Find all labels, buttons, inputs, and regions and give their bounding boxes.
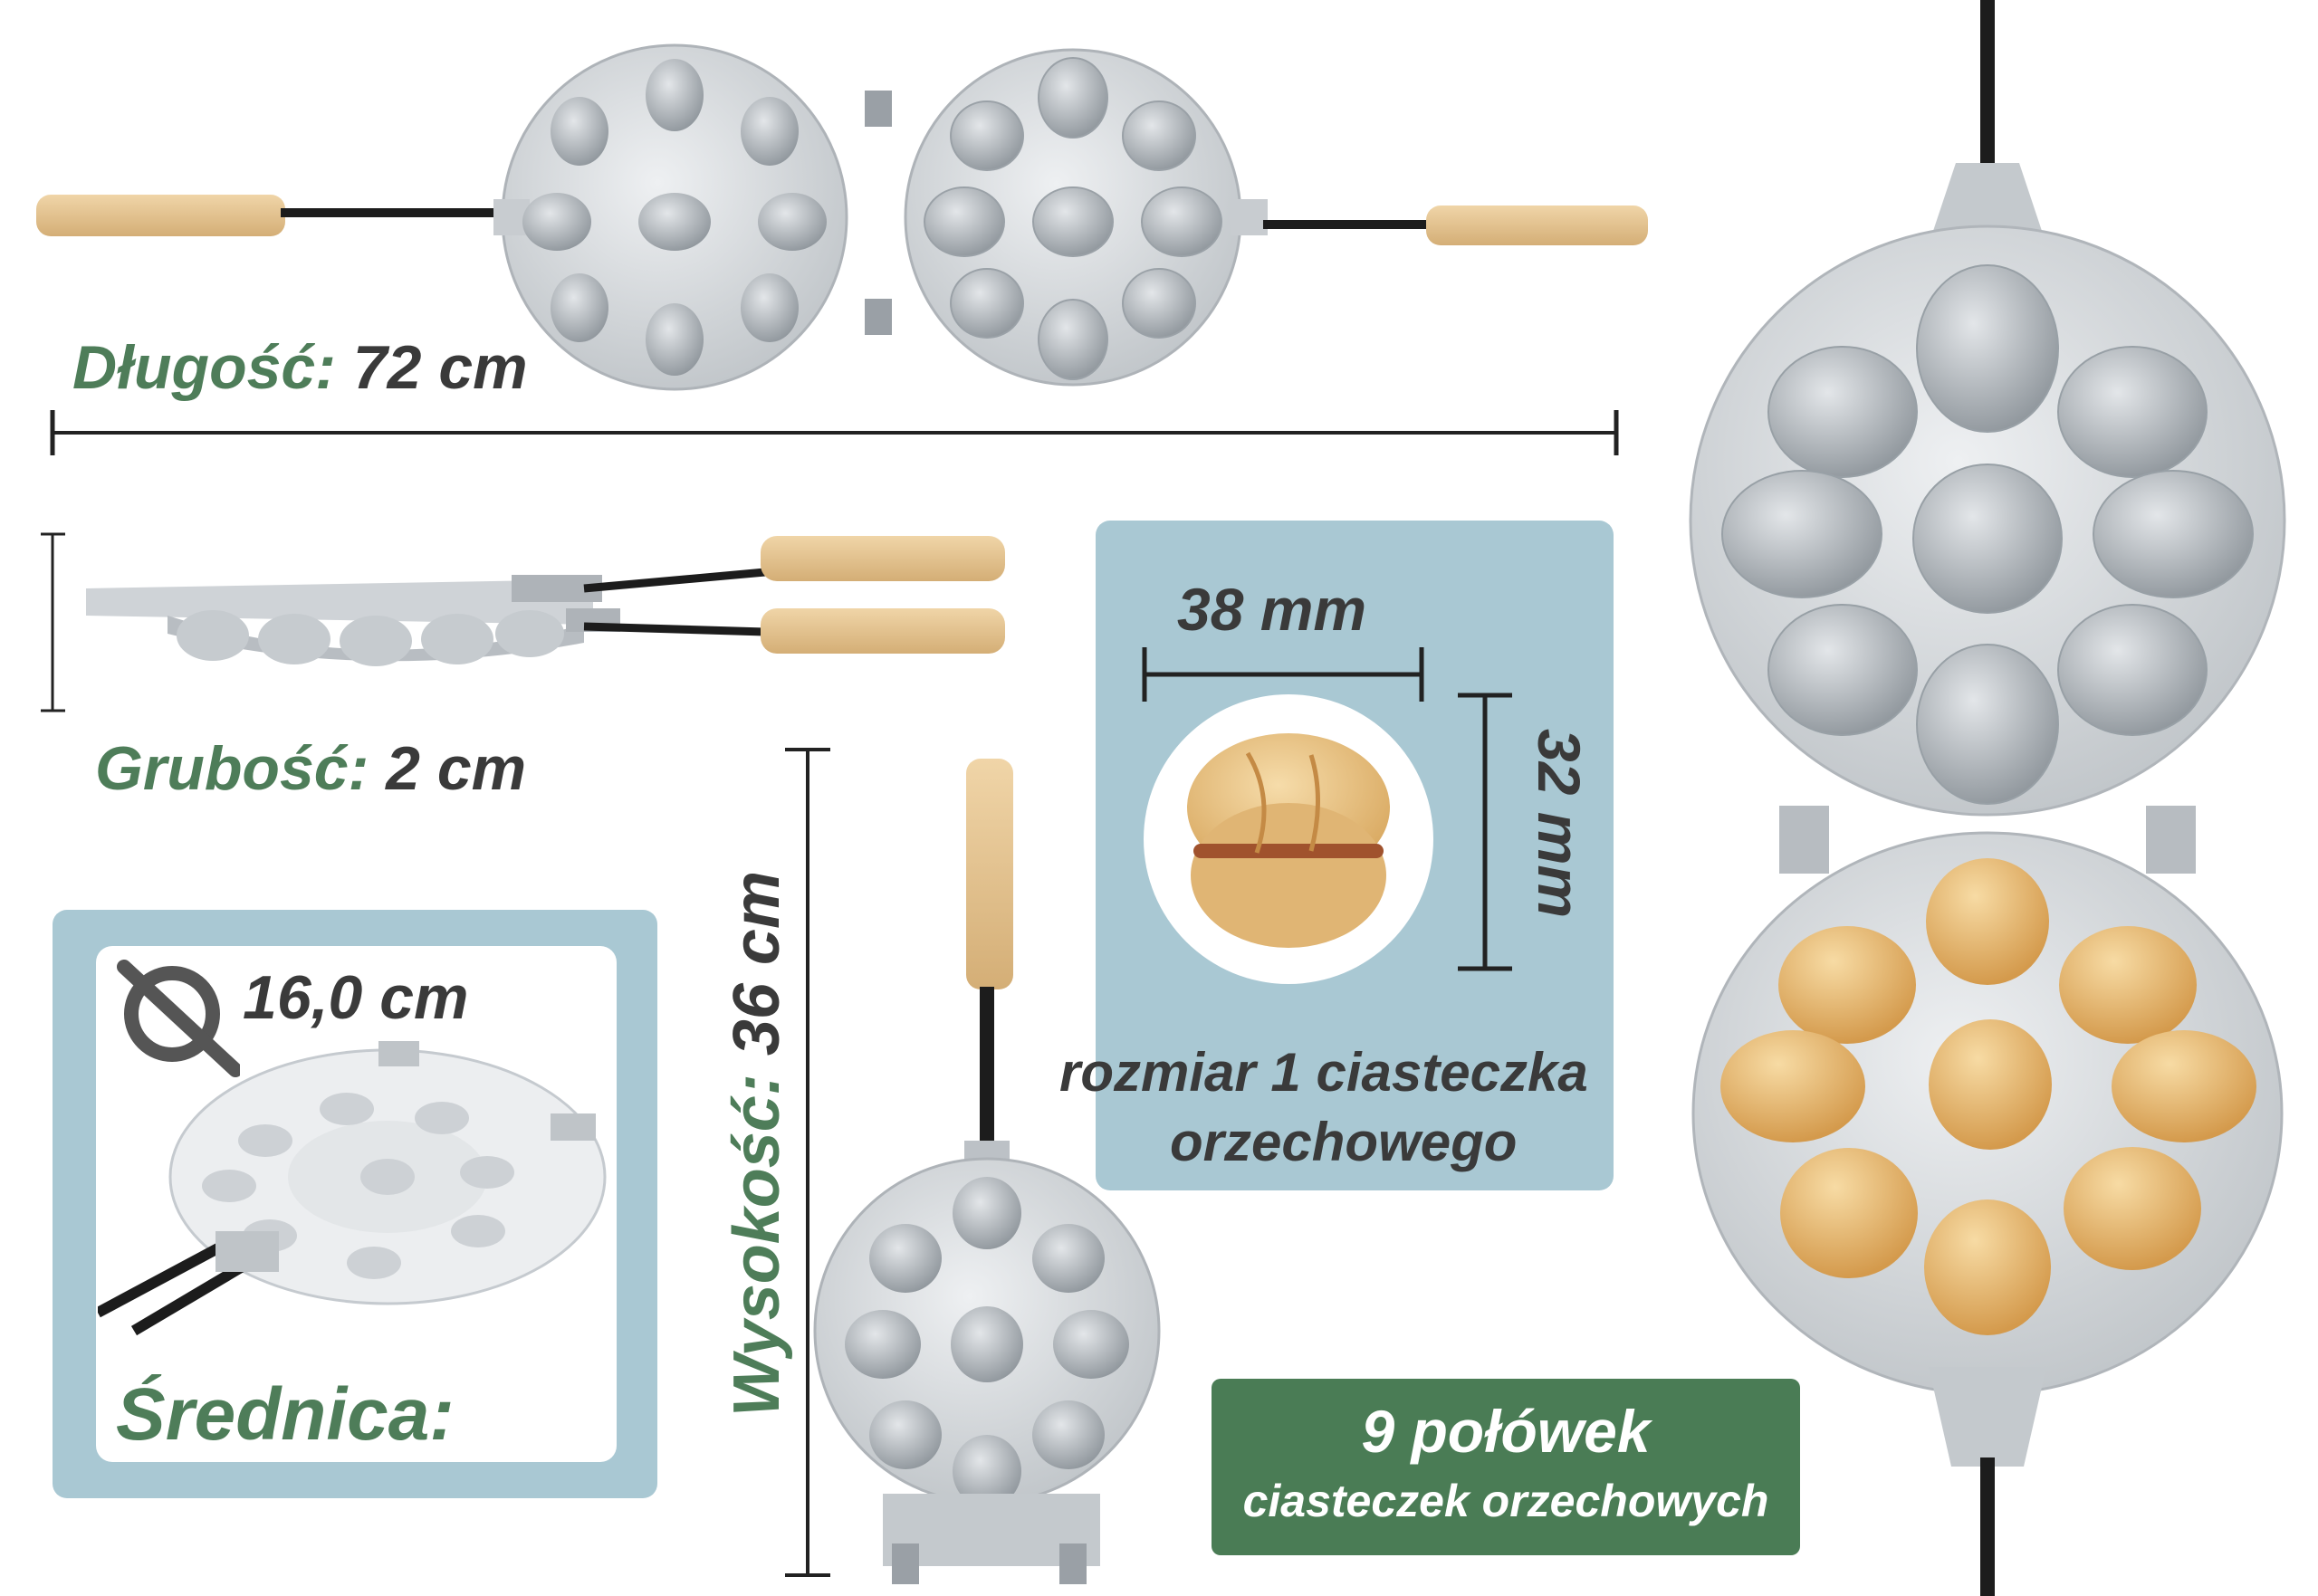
length-title: Długość: — [72, 333, 336, 402]
cookie-width-value: 38 mm — [1177, 576, 1367, 643]
height-dimension-line — [785, 748, 830, 1577]
thickness-label: Grubość: 2 cm — [95, 738, 526, 799]
mould-open-top-image — [36, 43, 1648, 391]
cookie-width-dimension-line — [1142, 647, 1424, 702]
halves-badge-line1: 9 połówek — [1361, 1398, 1651, 1465]
cookie-height-value: 32 mm — [1526, 729, 1593, 919]
halves-badge: 9 połówek ciasteczek orzechowych — [1212, 1379, 1800, 1555]
halves-badge-line2: ciasteczek orzechowych — [1242, 1476, 1769, 1526]
mould-vertical-image — [813, 759, 1161, 1584]
mould-side-view-image — [86, 536, 1005, 666]
height-value: 36 cm — [721, 871, 793, 1056]
height-title: Wysokość: — [721, 1074, 793, 1417]
thickness-title: Grubość: — [95, 734, 369, 803]
length-label: Długość: 72 cm — [72, 337, 528, 398]
thickness-dimension-line — [41, 532, 65, 712]
length-value: 72 cm — [352, 333, 528, 402]
diameter-title: Średnica: — [116, 1373, 455, 1456]
thickness-value: 2 cm — [386, 734, 527, 803]
height-label: Wysokość: 36 cm — [721, 871, 793, 1417]
length-dimension-line — [50, 410, 1619, 455]
mould-plate-diameter-image — [98, 1041, 607, 1336]
cookie-caption-line2: orzechowego — [1170, 1112, 1518, 1172]
diameter-value: 16,0 cm — [243, 963, 469, 1032]
mould-with-cookies-image — [1689, 0, 2286, 1596]
diameter-icon — [117, 960, 240, 1077]
cookie-height-dimension-line — [1458, 693, 1512, 971]
cookie-caption-line1: rozmiar 1 ciasteczka — [1059, 1042, 1588, 1103]
cookie-photo — [1144, 694, 1433, 984]
